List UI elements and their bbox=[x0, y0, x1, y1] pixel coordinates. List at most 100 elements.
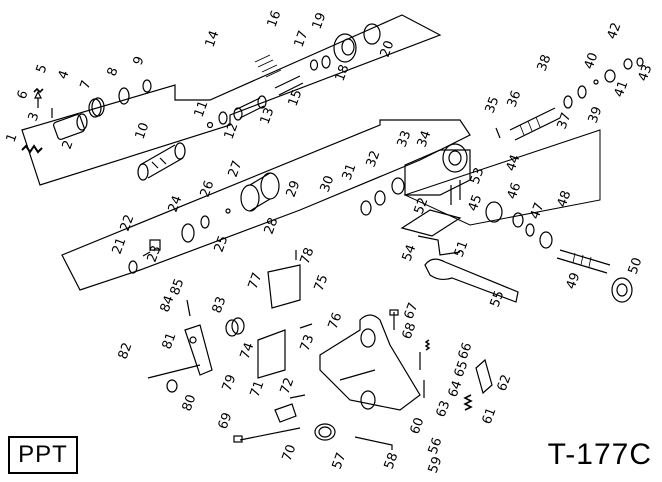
part-label-54: 54 bbox=[400, 243, 420, 264]
model-number: T-177C bbox=[547, 438, 652, 471]
part-label-59: 59 bbox=[426, 455, 446, 476]
part-label-17: 17 bbox=[292, 29, 312, 50]
part-10-cylinder bbox=[137, 142, 186, 181]
part-31-ring bbox=[374, 190, 386, 206]
part-label-52: 52 bbox=[412, 196, 432, 217]
part-84-85-screws bbox=[186, 299, 191, 317]
part-label-70: 70 bbox=[280, 443, 300, 464]
part-label-58: 58 bbox=[382, 451, 402, 472]
part-label-31: 31 bbox=[340, 162, 360, 183]
part-label-46: 46 bbox=[505, 181, 525, 202]
part-9-o-ring bbox=[142, 79, 152, 93]
part-label-45: 45 bbox=[466, 193, 486, 214]
part-number-labels: 1234567891011121314151617181920212223242… bbox=[4, 9, 656, 476]
part-label-67: 67 bbox=[402, 301, 422, 322]
part-label-49: 49 bbox=[564, 271, 584, 292]
part-label-28: 28 bbox=[262, 216, 282, 237]
part-label-39: 39 bbox=[586, 105, 606, 126]
part-60-body bbox=[319, 314, 421, 411]
part-label-78: 78 bbox=[298, 246, 318, 267]
part-20-snap-ring bbox=[363, 23, 381, 45]
part-65-66-springs bbox=[424, 339, 431, 351]
part-label-21: 21 bbox=[110, 236, 130, 257]
part-8-ring bbox=[118, 87, 130, 105]
part-45-ring bbox=[512, 212, 524, 228]
part-label-24: 24 bbox=[166, 194, 186, 215]
part-label-13: 13 bbox=[258, 106, 278, 127]
part-61-spring bbox=[463, 394, 473, 411]
part-label-47: 47 bbox=[528, 201, 548, 222]
part-label-18: 18 bbox=[333, 63, 353, 84]
part-39-washer bbox=[593, 79, 599, 85]
part-label-10: 10 bbox=[133, 121, 153, 142]
part-label-43: 43 bbox=[636, 63, 656, 84]
part-label-25: 25 bbox=[212, 234, 232, 255]
part-label-32: 32 bbox=[364, 149, 384, 170]
part-label-3: 3 bbox=[26, 110, 43, 123]
part-11-washer bbox=[206, 121, 214, 129]
part-18-washer bbox=[321, 55, 331, 69]
group-outline-middle bbox=[61, 119, 471, 291]
part-57-ring bbox=[314, 423, 336, 441]
part-label-42: 42 bbox=[605, 21, 625, 42]
part-label-85: 85 bbox=[168, 277, 188, 298]
part-76-78-screws bbox=[295, 250, 313, 329]
part-label-6: 6 bbox=[15, 88, 32, 101]
part-label-81: 81 bbox=[160, 331, 180, 352]
part-label-30: 30 bbox=[318, 174, 338, 195]
part-label-35: 35 bbox=[483, 95, 503, 116]
part-2-valve-housing bbox=[53, 113, 88, 141]
part-label-51: 51 bbox=[452, 239, 472, 260]
part-label-27: 27 bbox=[226, 159, 246, 180]
part-47-ring bbox=[525, 223, 535, 237]
part-label-48: 48 bbox=[555, 189, 575, 210]
part-label-19: 19 bbox=[310, 11, 330, 32]
part-69-bolt bbox=[233, 427, 301, 443]
part-24-ring bbox=[181, 223, 195, 243]
part-label-80: 80 bbox=[180, 393, 200, 414]
part-13-sleeve bbox=[233, 95, 267, 121]
part-label-4: 4 bbox=[56, 68, 73, 81]
part-63-64-pins bbox=[419, 352, 425, 398]
part-58-59-rod bbox=[354, 436, 393, 450]
part-label-29: 29 bbox=[284, 179, 304, 200]
part-label-5: 5 bbox=[34, 62, 51, 75]
part-81-82-pin bbox=[147, 364, 201, 379]
brand-logo: PPT bbox=[8, 436, 78, 474]
part-label-16: 16 bbox=[265, 9, 285, 30]
part-label-57: 57 bbox=[330, 451, 350, 472]
part-label-41: 41 bbox=[612, 79, 632, 100]
part-16-springs bbox=[254, 54, 282, 78]
part-12-ring bbox=[218, 111, 228, 125]
part-label-38: 38 bbox=[535, 53, 555, 74]
part-label-55: 55 bbox=[488, 289, 508, 310]
part-6-spring bbox=[33, 87, 44, 94]
part-label-14: 14 bbox=[203, 29, 223, 50]
part-70-72-trigger bbox=[274, 394, 306, 423]
part-36-spindle bbox=[509, 107, 561, 141]
part-1-spring bbox=[21, 144, 43, 154]
part-label-9: 9 bbox=[131, 54, 148, 67]
part-label-66: 66 bbox=[456, 341, 476, 362]
part-label-79: 79 bbox=[220, 373, 240, 394]
part-label-71: 71 bbox=[248, 379, 268, 400]
part-50-chuck bbox=[611, 277, 633, 303]
part-label-68: 68 bbox=[400, 321, 420, 342]
part-label-63: 63 bbox=[434, 399, 454, 420]
part-label-83: 83 bbox=[210, 295, 230, 316]
part-37-bearing bbox=[563, 95, 573, 109]
part-label-36: 36 bbox=[505, 89, 525, 110]
part-label-11: 11 bbox=[192, 99, 212, 120]
part-62-sleeve bbox=[475, 358, 493, 395]
part-label-50: 50 bbox=[626, 256, 646, 277]
part-5-screw bbox=[34, 90, 42, 108]
part-label-26: 26 bbox=[198, 179, 218, 200]
part-52-53-screws bbox=[450, 180, 461, 205]
part-19-rotor bbox=[333, 33, 357, 63]
part-label-12: 12 bbox=[222, 121, 242, 142]
part-43-cap bbox=[636, 57, 644, 67]
part-label-64: 64 bbox=[446, 379, 466, 400]
part-67-68-screw bbox=[389, 309, 399, 330]
part-38-ring bbox=[577, 85, 587, 99]
